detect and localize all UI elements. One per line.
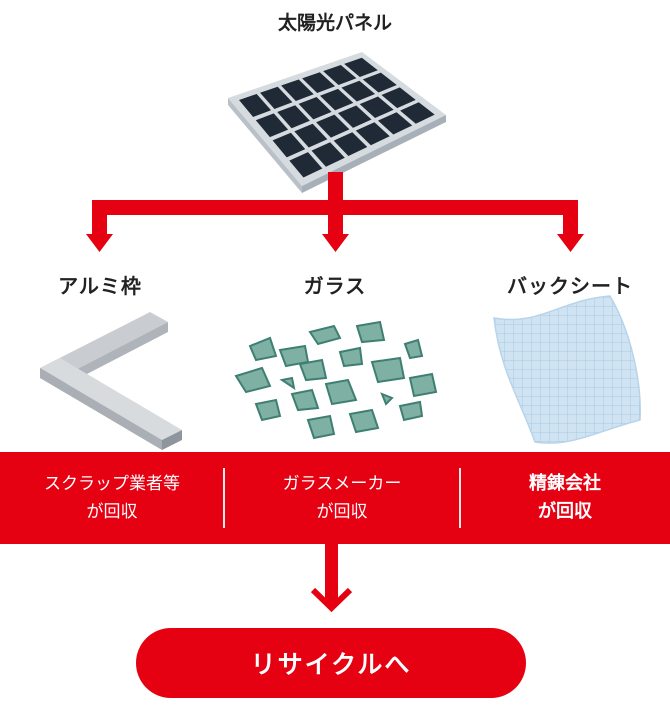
solar-cell [260, 86, 293, 109]
recycler-glass: ガラスメーカー が回収 [224, 452, 460, 544]
glass-shard [306, 414, 336, 440]
recyclers-band: スクラップ業者等 が回収 ガラスメーカー が回収 精錬会社 が回収 [0, 452, 670, 544]
component-label-aluminum: アルミ枠 [58, 274, 142, 298]
glass-shard [355, 320, 386, 344]
band-divider [223, 468, 225, 528]
glass-shard [348, 408, 380, 434]
glass-shard [290, 388, 320, 412]
down-arrow-icon [310, 544, 353, 613]
glass-shard [338, 346, 364, 368]
recycler-scrap-line1: スクラップ業者等 [44, 474, 180, 494]
arrow-down-icon [86, 234, 113, 252]
branch-arrows [86, 172, 584, 252]
component-label-glass: ガラス [303, 274, 367, 298]
solar-panel-icon [228, 52, 446, 193]
solar-cell [272, 132, 306, 158]
recycler-scrap-line2: が回収 [86, 502, 138, 522]
solar-cell [323, 64, 357, 85]
solar-cell [381, 87, 416, 109]
backsheet-icon [493, 295, 641, 444]
solar-cell [255, 113, 289, 138]
recycle-pill: リサイクルへ [136, 628, 526, 698]
glass-shard [398, 400, 424, 422]
arrow-down-icon [322, 234, 349, 252]
glass-shards-icon [234, 320, 438, 440]
solar-cell [289, 152, 323, 178]
arrow-down-icon [557, 234, 584, 252]
solar-cell [377, 112, 413, 135]
solar-cell [239, 93, 272, 117]
recycler-glass-line2: が回収 [316, 502, 368, 522]
solar-cell [355, 122, 390, 146]
recycler-scrap: スクラップ業者等 が回収 [0, 452, 224, 544]
solar-cells [239, 57, 435, 178]
glass-shard [408, 372, 438, 398]
solar-cell [298, 97, 332, 120]
component-label-backsheet: バックシート [507, 274, 633, 298]
solar-cell [337, 105, 372, 128]
glass-shard [254, 398, 282, 422]
solar-cell [320, 88, 354, 111]
glass-shard [234, 366, 272, 394]
solar-cell [311, 142, 345, 167]
glass-shard [324, 378, 358, 406]
recycler-smelter-line2: が回収 [538, 501, 592, 522]
solar-cell [362, 72, 397, 93]
solar-cell [344, 57, 378, 77]
glass-shard [370, 356, 406, 384]
glass-shard [279, 376, 296, 391]
solar-cell [302, 72, 336, 93]
solar-cell [316, 114, 350, 138]
band-divider [459, 468, 461, 528]
glass-shard [308, 324, 342, 346]
glass-shard [403, 338, 424, 360]
solar-cell [333, 132, 368, 156]
glass-shard [248, 336, 278, 362]
glass-shard [298, 358, 328, 382]
recycler-glass-line1: ガラスメーカー [282, 474, 402, 494]
aluminum-frame-icon [40, 312, 182, 450]
recycler-smelter-line1: 精錬会社 [529, 473, 601, 494]
panel-title: 太陽光パネル [277, 12, 392, 34]
solar-cell [400, 102, 435, 124]
recycler-smelter: 精錬会社 が回収 [460, 452, 670, 544]
solar-cell [294, 123, 328, 148]
solar-cell [277, 105, 310, 129]
solar-cell [359, 96, 394, 118]
solar-cell [341, 80, 376, 102]
solar-cell [281, 79, 314, 101]
glass-shard [380, 392, 394, 406]
